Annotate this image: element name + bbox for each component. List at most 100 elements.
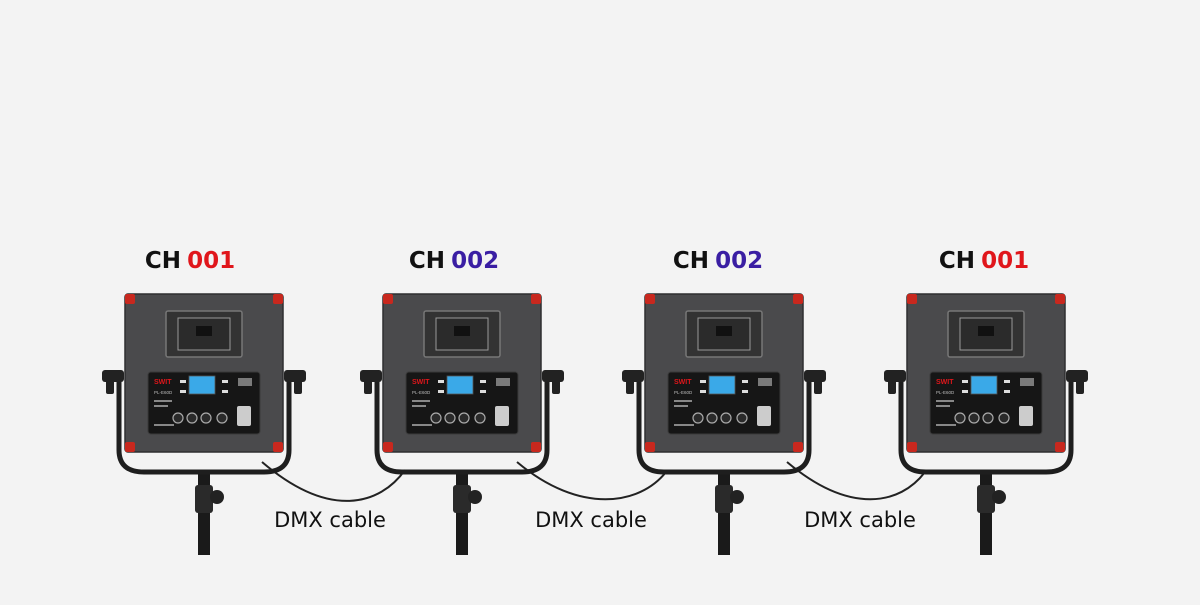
info-label [758, 378, 772, 386]
lcd-display [970, 375, 998, 395]
channel-prefix: CH [938, 248, 976, 274]
control-button-icon [222, 390, 228, 393]
dmx-cable-1 [261, 461, 406, 502]
brand-logo: SWIT [936, 379, 954, 386]
model-label: PL-E60D [936, 390, 955, 395]
spec-text-line [936, 424, 956, 426]
panel-corner-guard [793, 294, 803, 304]
panel-corner-guard [793, 442, 803, 452]
spec-text-line [412, 400, 430, 402]
panel-corner-guard [383, 294, 393, 304]
channel-number: 002 [451, 248, 500, 274]
spec-text-line [936, 405, 950, 407]
brand-logo: SWIT [412, 379, 430, 386]
xlr-connector-icon [968, 412, 980, 424]
panel-corner-guard [531, 442, 541, 452]
cable-label-2: DMX cable [535, 508, 647, 532]
panel-corner-guard [531, 294, 541, 304]
control-button-icon [438, 390, 444, 393]
xlr-connector-icon [982, 412, 994, 424]
light-unit-2: SWIT PL-E60D [360, 293, 564, 555]
cable-label-3: DMX cable [804, 508, 916, 532]
stand-knob-icon [468, 490, 482, 504]
power-connector-icon [474, 412, 486, 424]
control-button-icon [222, 380, 228, 383]
spec-text-line [154, 400, 172, 402]
model-label: PL-E60D [412, 390, 431, 395]
yoke-handle-right [814, 378, 822, 394]
control-button-icon [180, 380, 186, 383]
spec-text-line [674, 400, 692, 402]
brand-logo: SWIT [674, 379, 692, 386]
stand-knob-icon [730, 490, 744, 504]
lcd-display [446, 375, 474, 395]
panel-corner-guard [1055, 294, 1065, 304]
panel-corner-guard [645, 294, 655, 304]
power-connector-icon [736, 412, 748, 424]
light-unit-4: SWIT PL-E60D [884, 293, 1088, 555]
power-connector-icon [216, 412, 228, 424]
channel-number: 002 [715, 248, 764, 274]
brand-logo: SWIT [154, 379, 172, 386]
xlr-connector-icon [692, 412, 704, 424]
dmx-cable-3 [786, 461, 926, 501]
panel-corner-guard [907, 294, 917, 304]
yoke-arm [898, 378, 1074, 475]
yoke-handle-left [106, 378, 114, 394]
spec-text-line [674, 405, 688, 407]
channel-prefix: CH [672, 248, 710, 274]
spec-text-line [154, 424, 174, 426]
power-switch-icon [237, 406, 251, 426]
stand-knob-icon [210, 490, 224, 504]
power-switch-icon [495, 406, 509, 426]
panel-corner-guard [273, 442, 283, 452]
control-button-icon [742, 380, 748, 383]
panel-corner-guard [273, 294, 283, 304]
light-unit-3: SWIT PL-E60D [622, 293, 826, 555]
yoke-arm [116, 378, 292, 475]
control-button-icon [438, 380, 444, 383]
control-button-icon [480, 390, 486, 393]
panel-corner-guard [125, 442, 135, 452]
channel-number: 001 [981, 248, 1030, 274]
yoke-arm [636, 378, 812, 475]
xlr-connector-icon [720, 412, 732, 424]
stand-clamp [195, 485, 213, 513]
spec-text-line [412, 405, 426, 407]
control-button-icon [1004, 380, 1010, 383]
spec-text-line [154, 405, 168, 407]
spec-text-line [936, 400, 954, 402]
yoke-handle-right [1076, 378, 1084, 394]
xlr-connector-icon [954, 412, 966, 424]
control-button-icon [480, 380, 486, 383]
stand-clamp [977, 485, 995, 513]
channel-prefix: CH [408, 248, 446, 274]
xlr-connector-icon [186, 412, 198, 424]
control-button-icon [962, 380, 968, 383]
model-label: PL-E60D [674, 390, 693, 395]
stand-knob-icon [992, 490, 1006, 504]
panel-corner-guard [645, 442, 655, 452]
channel-prefix: CH [144, 248, 182, 274]
yoke-handle-left [364, 378, 372, 394]
channel-number: 001 [187, 248, 236, 274]
battery-mount [959, 317, 1013, 351]
yoke-handle-left [626, 378, 634, 394]
stand-clamp [715, 485, 733, 513]
info-label [238, 378, 252, 386]
control-button-icon [742, 390, 748, 393]
yoke-handle-right [552, 378, 560, 394]
battery-contact [978, 326, 994, 336]
power-switch-icon [757, 406, 771, 426]
control-button-icon [700, 380, 706, 383]
info-label [1020, 378, 1034, 386]
xlr-connector-icon [172, 412, 184, 424]
panel-corner-guard [383, 442, 393, 452]
battery-contact [196, 326, 212, 336]
info-label [496, 378, 510, 386]
